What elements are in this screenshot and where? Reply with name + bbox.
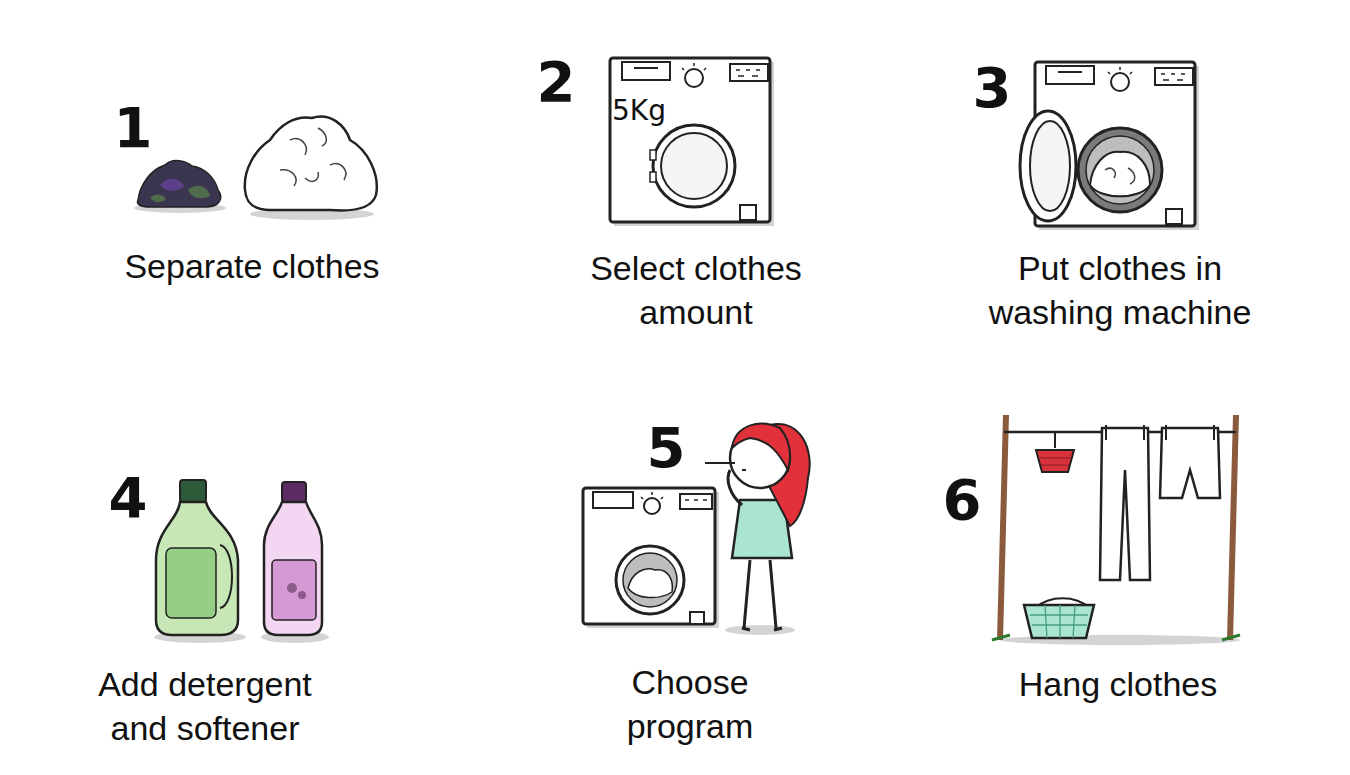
- step-number: 5: [636, 420, 696, 476]
- step-number: 3: [962, 60, 1022, 116]
- step-number: 2: [526, 54, 586, 110]
- clothesline: [992, 415, 1240, 645]
- person-at-machine: [583, 424, 810, 635]
- washing-machine: [610, 58, 774, 226]
- step-caption: Add detergent and softener: [70, 662, 340, 750]
- step-caption: Select clothes amount: [546, 246, 846, 334]
- step-caption: Separate clothes: [72, 244, 432, 288]
- step-caption: Hang clothes: [968, 662, 1268, 706]
- open-washing-machine: [1020, 62, 1199, 230]
- step-number: 4: [98, 470, 158, 526]
- capacity-label: 5Kg: [612, 93, 682, 129]
- detergent-bottles: [154, 480, 329, 643]
- step-caption: Choose program: [580, 660, 800, 748]
- step-number: 6: [932, 472, 992, 528]
- clothes-piles: [134, 117, 377, 220]
- step-number: 1: [103, 100, 163, 156]
- step-caption: Put clothes in washing machine: [955, 246, 1285, 334]
